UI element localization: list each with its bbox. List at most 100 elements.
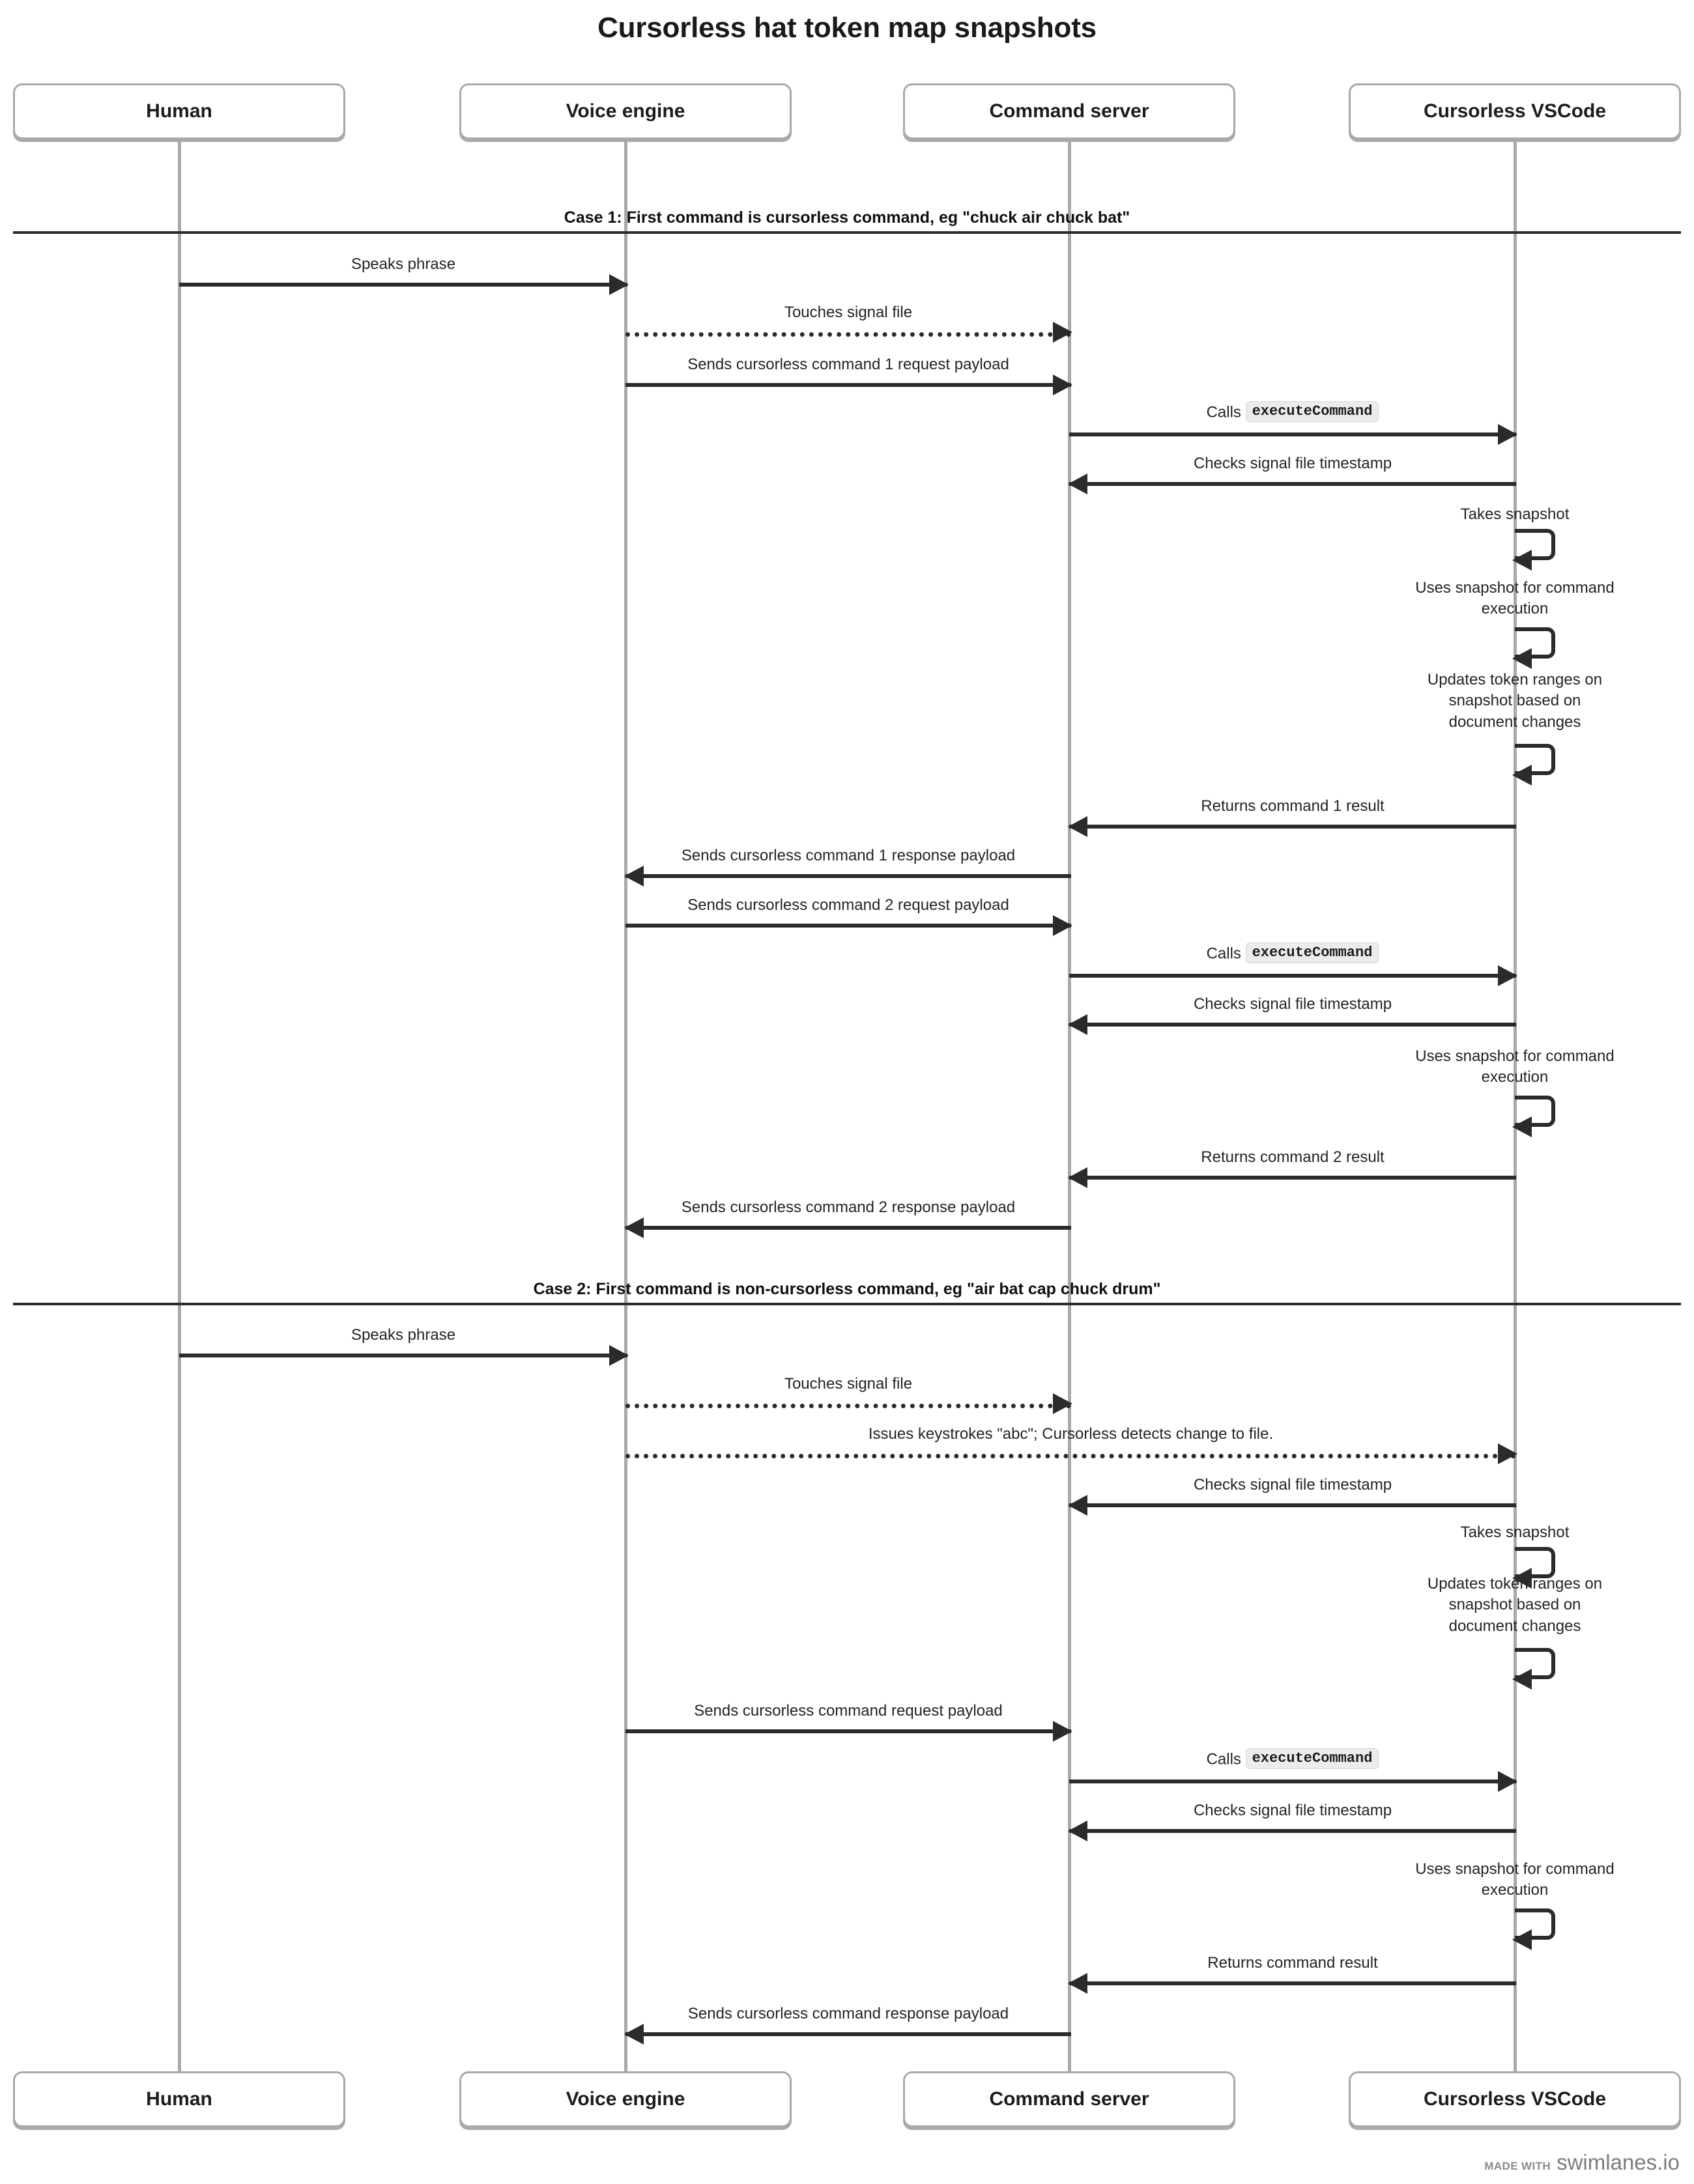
message-line bbox=[625, 874, 1071, 878]
message-label: Touches signal file bbox=[784, 1375, 913, 1393]
participant-header-command-server[interactable]: Command server bbox=[903, 83, 1235, 139]
message-label-composite: Calls executeCommand bbox=[1069, 401, 1516, 423]
self-message-label: Takes snapshot bbox=[1398, 1522, 1632, 1543]
arrowhead-right-icon bbox=[609, 274, 629, 295]
arrowhead-left-icon bbox=[1512, 1116, 1532, 1137]
arrowhead-right-icon bbox=[1053, 915, 1072, 936]
page-title: Cursorless hat token map snapshots bbox=[597, 12, 1097, 44]
participant-header-voice-engine[interactable]: Voice engine bbox=[459, 83, 792, 139]
arrowhead-right-icon bbox=[1498, 1771, 1517, 1792]
watermark[interactable]: MADE WITH swimlanes.io bbox=[1484, 2150, 1680, 2175]
arrowhead-left-icon bbox=[1512, 648, 1532, 669]
participant-label: Command server bbox=[989, 100, 1149, 122]
code-chip-execute-command: executeCommand bbox=[1245, 942, 1379, 963]
arrowhead-right-icon bbox=[1053, 1393, 1072, 1414]
participant-footer-voice-engine[interactable]: Voice engine bbox=[459, 2071, 792, 2127]
participant-label: Human bbox=[146, 100, 212, 122]
watermark-brand: swimlanes.io bbox=[1557, 2150, 1680, 2174]
message-label: Returns command 2 result bbox=[1201, 1148, 1385, 1167]
message-line-dashed bbox=[625, 1454, 1516, 1458]
message-label: Touches signal file bbox=[784, 304, 913, 322]
message-label: Sends cursorless command 2 request paylo… bbox=[687, 896, 1009, 915]
self-loop-path bbox=[1515, 1547, 1555, 1578]
participant-label: Human bbox=[146, 2088, 212, 2110]
participant-label: Cursorless VSCode bbox=[1423, 100, 1607, 122]
message-label: Calls bbox=[1206, 1750, 1246, 1768]
message-label: Sends cursorless command response payloa… bbox=[687, 2005, 1009, 2023]
message-label: Calls bbox=[1206, 944, 1246, 963]
arrowhead-right-icon bbox=[1053, 322, 1072, 343]
arrowhead-left-icon bbox=[1512, 550, 1532, 571]
participant-footer-command-server[interactable]: Command server bbox=[903, 2071, 1235, 2127]
message-label: Sends cursorless command 2 response payl… bbox=[681, 1198, 1016, 1217]
arrowhead-left-icon bbox=[624, 1217, 644, 1238]
message-line bbox=[625, 1226, 1071, 1230]
participant-footer-cursorless-vscode[interactable]: Cursorless VSCode bbox=[1349, 2071, 1681, 2127]
message-label: Checks signal file timestamp bbox=[1193, 1802, 1392, 1820]
self-label-line: document changes bbox=[1448, 1617, 1581, 1635]
lifeline-voice-engine bbox=[624, 139, 627, 2071]
self-label-line: Uses snapshot for command bbox=[1415, 1860, 1615, 1878]
self-loop-path bbox=[1515, 1648, 1555, 1679]
message-label: Checks signal file timestamp bbox=[1193, 1476, 1392, 1494]
arrowhead-right-icon bbox=[1498, 965, 1517, 986]
watermark-made-with: MADE WITH bbox=[1484, 2160, 1551, 2172]
self-label-line: Uses snapshot for command bbox=[1415, 1047, 1615, 1065]
message-label: Sends cursorless command 1 response payl… bbox=[681, 847, 1016, 865]
self-label-line: Updates token ranges on bbox=[1427, 1575, 1603, 1593]
message-line bbox=[1069, 433, 1516, 436]
participant-header-cursorless-vscode[interactable]: Cursorless VSCode bbox=[1349, 83, 1681, 139]
lifeline-command-server bbox=[1068, 139, 1071, 2071]
self-message-label: Takes snapshot bbox=[1398, 504, 1632, 525]
arrowhead-left-icon bbox=[1068, 1821, 1087, 1841]
arrowhead-left-icon bbox=[1068, 1014, 1087, 1035]
self-label-line: execution bbox=[1481, 1881, 1549, 1899]
case-divider-line-case1 bbox=[13, 231, 1681, 234]
participant-label: Cursorless VSCode bbox=[1423, 2088, 1607, 2110]
arrowhead-right-icon bbox=[609, 1345, 629, 1366]
participant-footer-human[interactable]: Human bbox=[13, 2071, 345, 2127]
self-label-line: execution bbox=[1481, 1068, 1549, 1086]
self-loop-path bbox=[1515, 627, 1555, 659]
message-label: Issues keystrokes "abc"; Cursorless dete… bbox=[868, 1425, 1274, 1443]
arrowhead-left-icon bbox=[1068, 1973, 1087, 1994]
message-label-composite: Calls executeCommand bbox=[1069, 942, 1516, 965]
lifeline-cursorless-vscode bbox=[1514, 139, 1517, 2071]
message-line bbox=[1069, 1503, 1516, 1507]
self-message-label: Uses snapshot for command execution bbox=[1398, 578, 1632, 620]
arrowhead-left-icon bbox=[1068, 474, 1087, 494]
message-line bbox=[1069, 1176, 1516, 1180]
arrowhead-right-icon bbox=[1498, 424, 1517, 445]
self-message-label: Uses snapshot for command execution bbox=[1398, 1859, 1632, 1901]
message-line bbox=[625, 383, 1071, 387]
arrowhead-left-icon bbox=[624, 866, 644, 886]
message-label: Speaks phrase bbox=[351, 1326, 456, 1344]
arrowhead-left-icon bbox=[1512, 765, 1532, 786]
message-line bbox=[1069, 1780, 1516, 1783]
message-line bbox=[625, 1729, 1071, 1733]
lifeline-human bbox=[178, 139, 181, 2071]
self-label-line: Takes snapshot bbox=[1460, 1524, 1570, 1541]
message-label: Checks signal file timestamp bbox=[1193, 455, 1392, 473]
arrowhead-left-icon bbox=[624, 2024, 644, 2045]
code-chip-execute-command: executeCommand bbox=[1245, 401, 1379, 422]
participant-header-human[interactable]: Human bbox=[13, 83, 345, 139]
message-line bbox=[1069, 1829, 1516, 1833]
self-label-line: document changes bbox=[1448, 713, 1581, 731]
message-label-composite: Calls executeCommand bbox=[1069, 1748, 1516, 1770]
message-label: Calls bbox=[1206, 403, 1246, 421]
message-label: Returns command result bbox=[1207, 1954, 1378, 1972]
message-line bbox=[1069, 1023, 1516, 1027]
participant-label: Voice engine bbox=[566, 2088, 685, 2110]
self-loop-path bbox=[1515, 529, 1555, 560]
message-label: Sends cursorless command 1 request paylo… bbox=[687, 356, 1009, 374]
message-line bbox=[179, 1354, 627, 1357]
message-line bbox=[625, 924, 1071, 928]
message-line bbox=[625, 2032, 1071, 2036]
self-label-line: Uses snapshot for command bbox=[1415, 579, 1615, 597]
message-label: Sends cursorless command request payload bbox=[694, 1702, 1003, 1720]
arrowhead-left-icon bbox=[1512, 1568, 1532, 1589]
self-label-line: execution bbox=[1481, 600, 1549, 618]
participant-label: Voice engine bbox=[566, 100, 685, 122]
